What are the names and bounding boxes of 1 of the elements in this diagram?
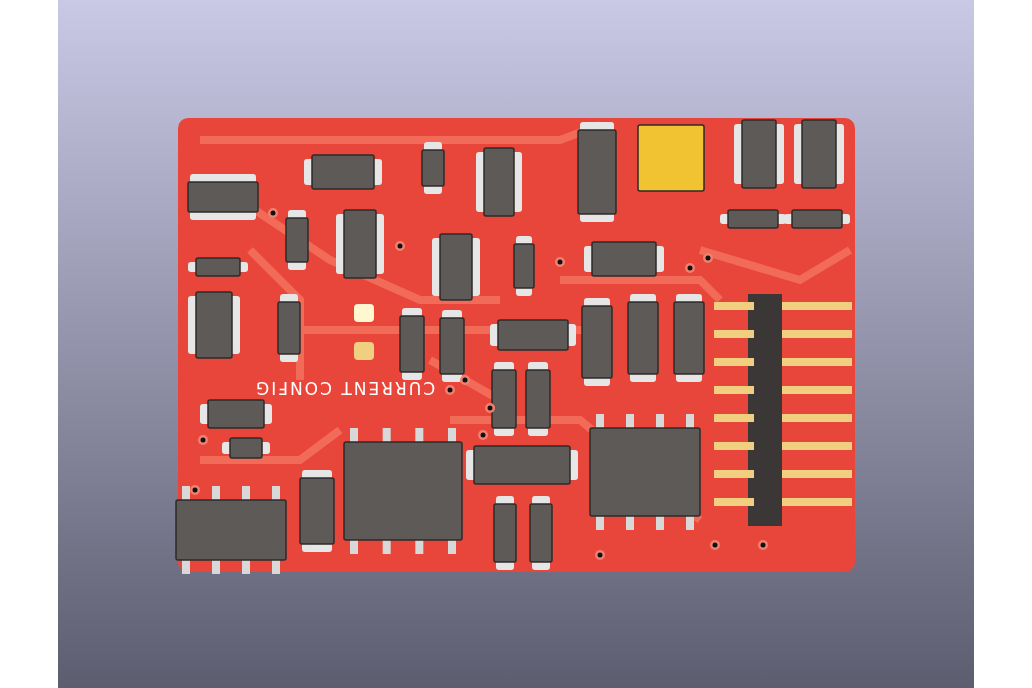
silkscreen-label: CURRENT CONFIG [254, 378, 436, 398]
